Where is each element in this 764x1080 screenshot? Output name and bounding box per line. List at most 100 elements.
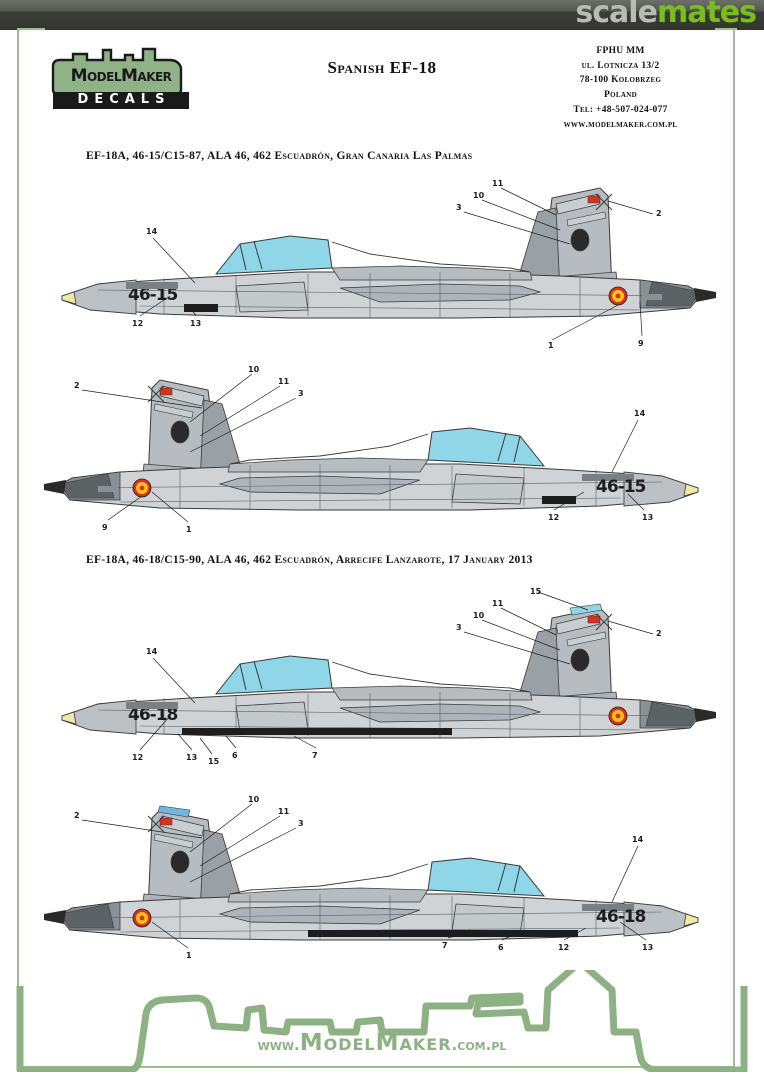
callout-14: 14 bbox=[632, 835, 644, 844]
nose-stripe-1 bbox=[126, 282, 178, 289]
company-telephone: Tel: +48-507-024-077 bbox=[573, 104, 668, 115]
footer-skyline-shape bbox=[16, 970, 748, 1072]
radome-tip-3 bbox=[61, 711, 77, 725]
aircraft-profile-2: 46-15 2 10 11 3 9 1 14 12 bbox=[40, 360, 720, 540]
company-name: FPHU MM bbox=[596, 46, 645, 56]
exhaust-nozzle-4 bbox=[44, 910, 66, 924]
footer-web-suffix: .com.pl bbox=[451, 1036, 507, 1054]
callout-10: 10 bbox=[473, 611, 485, 620]
aircraft-profile-4: 46-18 2 10 11 3 1 7 6 12 bbox=[40, 790, 720, 965]
callout-leaders-2 bbox=[81, 373, 645, 523]
tail-red-marking-4 bbox=[159, 817, 173, 826]
callout-3: 3 bbox=[456, 623, 462, 632]
aircraft-silhouette-3: 46-18 bbox=[61, 603, 716, 739]
callout-3: 3 bbox=[298, 819, 304, 828]
company-country: Poland bbox=[604, 90, 637, 101]
callout-7: 7 bbox=[442, 941, 448, 950]
nose-stripe-4 bbox=[582, 904, 634, 911]
tail-red-marking-3 bbox=[587, 615, 601, 624]
tail-red-marking-2 bbox=[159, 387, 173, 396]
tail-badge-4 bbox=[170, 850, 190, 874]
canopy-1 bbox=[214, 235, 333, 275]
logo-wordmark: ModelMaker bbox=[70, 66, 172, 86]
nose-black-panel-1 bbox=[184, 304, 218, 312]
tail-tip-x-3 bbox=[595, 613, 613, 631]
callout-numbers-3: 14 12 13 15 6 7 bbox=[132, 647, 318, 766]
callout-leaders-1 bbox=[139, 187, 654, 341]
nose-black-panel-2 bbox=[542, 496, 576, 504]
canopy-3 bbox=[214, 655, 333, 695]
canopy-2 bbox=[427, 427, 546, 467]
scalemates-watermark-bar: scalemates bbox=[0, 0, 764, 30]
company-city: 78-100 Kołobrzeg bbox=[579, 75, 662, 86]
modelmaker-logo: ModelMaker DECALS bbox=[47, 44, 192, 116]
callout-13: 13 bbox=[642, 513, 653, 522]
radome-tip-4 bbox=[683, 913, 699, 927]
tail-badge-3 bbox=[570, 648, 590, 672]
callout-7: 7 bbox=[312, 751, 318, 760]
canopy-4 bbox=[427, 857, 546, 897]
callout-3: 3 bbox=[456, 203, 462, 212]
radome-tip-2 bbox=[683, 483, 699, 497]
exhaust-nozzle-2 bbox=[44, 480, 66, 494]
nose-code-1: 46-15 bbox=[128, 285, 178, 305]
spanish-roundel-3 bbox=[608, 706, 628, 726]
callout-2: 2 bbox=[74, 811, 80, 820]
rear-marking-1 bbox=[642, 294, 662, 300]
nose-code-2: 46-15 bbox=[596, 477, 646, 497]
tail-tip-x-4 bbox=[147, 815, 165, 833]
callout-10: 10 bbox=[473, 191, 485, 200]
tail-blue-marking-4 bbox=[157, 805, 191, 818]
company-website: www.modelmaker.com.pl bbox=[563, 119, 678, 130]
aircraft-profile-3: 46-18 14 12 13 15 bbox=[40, 588, 720, 783]
tail-red-marking-1 bbox=[587, 195, 601, 204]
callout-3: 3 bbox=[298, 389, 304, 398]
nose-code-4: 46-18 bbox=[596, 907, 646, 927]
callout-9: 9 bbox=[638, 339, 644, 348]
footer-web-prefix: www. bbox=[257, 1036, 300, 1054]
spanish-roundel-4 bbox=[132, 908, 152, 928]
callout-12: 12 bbox=[558, 943, 569, 952]
callout-numbers-2: 2 10 11 3 9 1 14 12 13 bbox=[74, 365, 653, 534]
callout-15: 15 bbox=[208, 757, 220, 766]
callout-leaders-3b bbox=[463, 591, 654, 665]
page-border-top-right bbox=[715, 28, 737, 30]
underside-black-stripe-3 bbox=[182, 728, 452, 735]
watermark-part-b: mates bbox=[656, 0, 757, 30]
exhaust-nozzle-3 bbox=[694, 708, 716, 722]
aircraft-profile-1: 46-15 bbox=[40, 168, 720, 353]
callout-1: 1 bbox=[186, 525, 192, 534]
tail-tip-x-1 bbox=[595, 193, 613, 211]
callout-1: 1 bbox=[548, 341, 554, 350]
callout-14: 14 bbox=[634, 409, 646, 418]
sheet-header: ModelMaker DECALS Spanish EF-18 FPHU MM … bbox=[0, 30, 764, 130]
footer-website: www.ModelMaker.com.pl bbox=[0, 1030, 764, 1056]
footer-web-name: ModelMaker bbox=[299, 1030, 452, 1056]
radome-tip-1 bbox=[61, 291, 77, 305]
callout-6: 6 bbox=[232, 751, 238, 760]
spanish-roundel-2 bbox=[132, 478, 152, 498]
callout-1: 1 bbox=[186, 951, 192, 960]
watermark-part-a: scale bbox=[575, 0, 658, 30]
tail-tip-x-2 bbox=[147, 385, 165, 403]
rear-marking-2 bbox=[98, 486, 118, 492]
page-border-top-left bbox=[17, 28, 45, 30]
callout-11: 11 bbox=[492, 599, 504, 608]
underside-black-stripe-4 bbox=[308, 930, 578, 937]
callout-2: 2 bbox=[74, 381, 80, 390]
callout-15b: 15 bbox=[530, 588, 542, 596]
callout-10: 10 bbox=[248, 365, 260, 374]
callout-leaders-3 bbox=[139, 657, 317, 755]
aircraft-silhouette-4 bbox=[44, 805, 699, 941]
callout-2: 2 bbox=[656, 629, 662, 638]
exhaust-nozzle-1 bbox=[694, 288, 716, 302]
callout-numbers-1: 14 12 13 11 10 3 2 1 9 bbox=[132, 179, 662, 350]
callout-14: 14 bbox=[146, 227, 158, 236]
callout-12: 12 bbox=[132, 319, 143, 328]
callout-14: 14 bbox=[146, 647, 158, 656]
tail-badge-1 bbox=[570, 228, 590, 252]
callout-12: 12 bbox=[548, 513, 559, 522]
tail-badge-2 bbox=[170, 420, 190, 444]
scalemates-watermark-text: scalemates bbox=[575, 0, 757, 30]
